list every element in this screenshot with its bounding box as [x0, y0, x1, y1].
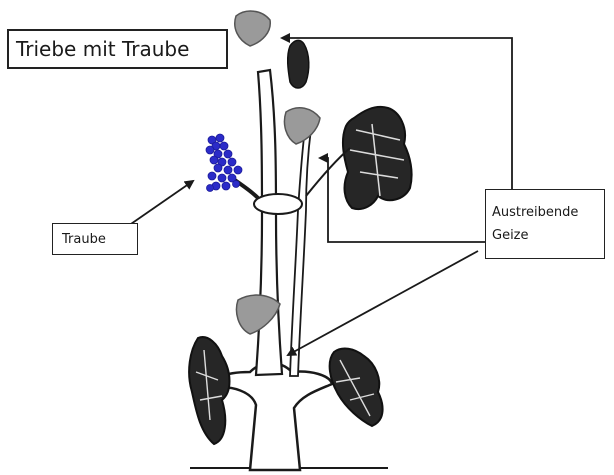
bud-top	[235, 11, 270, 46]
arrow-traube	[128, 181, 193, 226]
bud-mid	[284, 108, 320, 144]
geize-label-line2: Geize	[492, 224, 529, 247]
leaf-lower-right	[330, 349, 383, 426]
secondary-shoot	[290, 120, 312, 376]
traube-label: Traube	[52, 223, 138, 255]
leaf-lower-left	[189, 337, 229, 444]
geize-label: Austreibende Geize	[485, 189, 605, 259]
title-label: Triebe mit Traube	[7, 29, 228, 69]
arrow-geize-low	[288, 251, 478, 355]
title-label-text: Triebe mit Traube	[16, 37, 189, 61]
geize-label-line1: Austreibende	[492, 201, 578, 224]
leaf-upper-right	[343, 107, 412, 209]
stem-node	[254, 194, 302, 214]
grape-cluster-icon	[206, 134, 242, 192]
traube-label-text: Traube	[62, 232, 106, 247]
trunk-base	[213, 363, 332, 470]
young-shoot-top	[288, 40, 309, 88]
